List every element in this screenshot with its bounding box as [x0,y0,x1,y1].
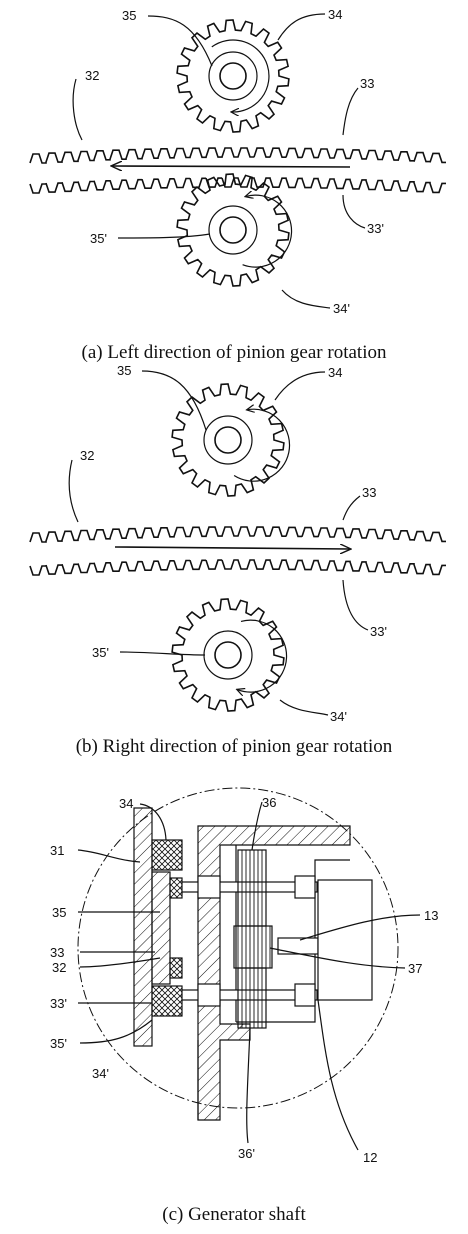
label-35-prime: 35' [50,1036,67,1051]
label-32: 32 [85,68,99,83]
lower-pinion-gear [176,173,290,287]
label-33: 33 [50,945,64,960]
generator-shaft [277,937,319,955]
lower-hub-ring [203,630,253,680]
label-33-prime: 33' [367,221,384,236]
lower-hub [219,216,247,244]
label-36: 36 [262,795,276,810]
label-33-prime: 33' [50,996,67,1011]
upper-rack [29,526,446,543]
label-32: 32 [52,960,66,975]
upper-pinion-gear [171,383,285,497]
lower-rotation-arrow [238,619,288,692]
upper-hub-ring [208,51,258,101]
label-33-prime: 33' [370,624,387,639]
rack-upper-teeth [169,877,183,899]
label-33: 33 [360,76,374,91]
bearing [197,875,221,899]
label-34-prime: 34' [330,709,347,724]
rack-motion-arrow [112,166,351,167]
label-31: 31 [50,843,64,858]
label-37: 37 [408,961,422,976]
lower-hub [214,641,242,669]
upper-hub [219,62,247,90]
lower-pinion-gear [171,598,285,712]
upper-hub-ring [203,415,253,465]
bearing [197,983,221,1007]
bearing [294,983,316,1007]
label-13: 13 [424,908,438,923]
pinion-gear-upper [151,839,183,871]
label-33: 33 [362,485,376,500]
caption-a: (a) Left direction of pinion gear rotati… [82,342,387,363]
label-35: 35 [122,8,136,23]
rack-body [151,871,171,985]
caption-b: (b) Right direction of pinion gear rotat… [76,736,393,757]
gear-36-prime [237,967,267,1029]
upper-rotation-arrow [211,39,270,112]
bearing [294,875,316,899]
label-35-prime: 35' [90,231,107,246]
label-34: 34 [328,7,342,22]
label-32: 32 [80,448,94,463]
generator-body [317,879,373,1001]
panel-b-diagram: 35 34 32 33 33' 35' 34' (b) Right direct… [29,363,446,757]
label-34: 34 [328,365,342,380]
caption-c: (c) Generator shaft [162,1204,306,1225]
upper-rotation-arrow [233,409,291,482]
pinion-gear-lower [151,985,183,1017]
label-35-prime: 35' [92,645,109,660]
label-34-prime: 34' [333,301,350,316]
rack-motion-arrow [114,547,350,549]
label-12: 12 [363,1150,377,1165]
label-36-prime: 36' [238,1146,255,1161]
upper-rack [29,147,446,164]
panel-c-section: 34 36 31 35 13 33 32 37 33' 35' 34' 36' … [50,787,438,1225]
lower-rack [29,559,446,576]
upper-hub [214,426,242,454]
rack-plate [133,807,153,1047]
lower-hub-ring [208,205,258,255]
gear-37 [233,925,273,969]
label-34: 34 [119,796,133,811]
panel-a-diagram: 35 34 32 33 33' 35' 34' (a) Left directi… [29,7,446,363]
label-34-prime: 34' [92,1066,109,1081]
lower-rotation-arrow [242,195,293,268]
rack-lower-teeth [169,957,183,979]
gear-36 [237,849,267,927]
lower-rack [29,177,446,194]
detail-boundary-circle [77,787,399,1109]
label-35: 35 [52,905,66,920]
upper-pinion-gear [176,19,290,133]
label-35: 35 [117,363,131,378]
